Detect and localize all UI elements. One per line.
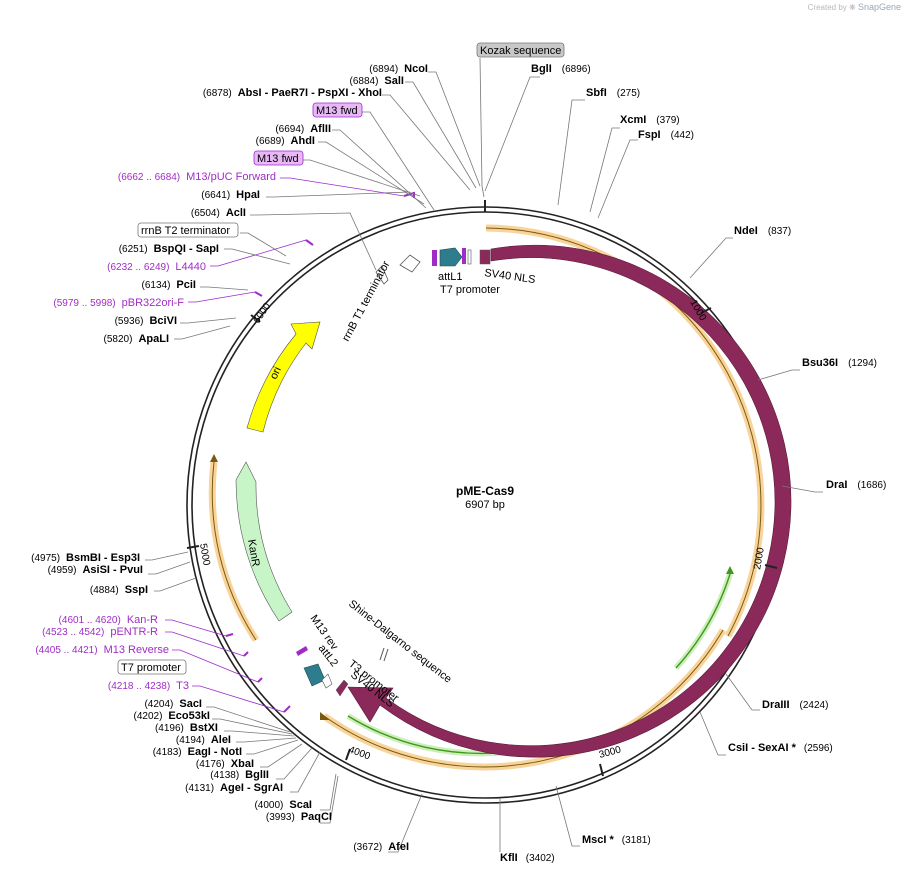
kanr-label: KanR: [245, 538, 262, 567]
enzyme-label: (4959)AsiSI - PvuI: [48, 564, 143, 576]
bottom-small-features: [296, 646, 389, 697]
enzyme-labels-left: (3672)AfeI (3993)PaqCI (4000)ScaI (4131)…: [31, 63, 428, 853]
enzyme-label: SbfI(275): [586, 87, 640, 99]
ori-feature: ori: [246, 321, 321, 433]
enzyme-label: (4183)EagI - NotI: [153, 746, 242, 758]
attl1-label: attL1: [438, 271, 462, 283]
primer-label: (5979 .. 5998)pBR322ori-F: [53, 297, 184, 309]
m13-fwd-label: M13 fwd: [316, 105, 358, 117]
plasmid-name: pME-Cas9: [456, 484, 514, 498]
credit-brand: SnapGene: [857, 2, 901, 12]
primer-label: (4405 .. 4421)M13 Reverse: [35, 644, 169, 656]
enzyme-label: DraI(1686): [826, 479, 886, 491]
enzyme-label: (6689)AhdI: [256, 135, 315, 147]
primer-leader-lines: [165, 177, 405, 713]
enzyme-label: (6134)PciI: [142, 279, 196, 291]
enzyme-label: (6694)AflII: [275, 123, 331, 135]
enzyme-label: (4176)XbaI: [196, 758, 254, 770]
enzyme-label: (6894)NcoI: [369, 63, 428, 75]
enzyme-label: FspI(442): [638, 129, 694, 141]
enzyme-label: (4000)ScaI: [254, 799, 312, 811]
map-center: pME-Cas9 6907 bp: [456, 484, 514, 511]
tick-label: 6000: [251, 301, 273, 326]
cas9-feature: Cas9: [347, 244, 792, 758]
enzyme-label: (6878)AbsI - PaeR7I - PspXI - XhoI: [203, 87, 382, 99]
primer-labels: (6662 .. 6684)M13/pUC Forward (6232 .. 6…: [35, 171, 276, 692]
enzyme-label: (4131)AgeI - SgrAI: [185, 782, 283, 794]
kozak-label: Kozak sequence: [480, 45, 561, 57]
cas9-label: Cas9: [704, 541, 724, 569]
tick-label: 2000: [752, 546, 767, 570]
enzyme-label: (4884)SspI: [90, 584, 148, 596]
t7-promoter-label: T7 promoter: [440, 284, 500, 296]
enzyme-label: CsiI - SexAI *(2596): [728, 742, 833, 754]
enzyme-label: (4194)AleI: [176, 734, 231, 746]
enzyme-label: (6641)HpaI: [201, 189, 260, 201]
primer-label: (6232 .. 6249)L4440: [107, 261, 206, 273]
enzyme-label: (4204)SacI: [144, 698, 202, 710]
enzyme-labels: BglI(6896) SbfI(275) XcmI(379) FspI(442)…: [500, 63, 886, 864]
tick-label: 5000: [197, 543, 212, 567]
enzyme-label: (5936)BciVI: [115, 315, 177, 327]
enzyme-label: MscI *(3181): [582, 834, 651, 846]
enzyme-label: (6504)AclI: [191, 207, 246, 219]
top-small-features: [375, 247, 491, 285]
enzyme-label: (6251)BspQI - SapI: [119, 243, 219, 255]
primer-label: (6662 .. 6684)M13/pUC Forward: [118, 171, 276, 183]
primer-marks: [225, 191, 415, 713]
credit-prefix: Created by: [807, 3, 847, 12]
enzyme-label: XcmI(379): [620, 114, 680, 126]
leader-lines: [145, 57, 823, 853]
rrnb-t2-label: rrnB T2 terminator: [141, 225, 230, 237]
enzyme-label: DraIII(2424): [762, 699, 828, 711]
primer-label: (4218 .. 4238)T3: [108, 680, 189, 692]
snapgene-credit: Created by ❋ SnapGene: [808, 2, 901, 12]
enzyme-label: (5820)ApaLI: [104, 333, 169, 345]
enzyme-label: (4202)Eco53kI: [134, 710, 211, 722]
enzyme-label: BglI(6896): [531, 63, 591, 75]
ori-label: ori: [268, 365, 284, 381]
primer-label: (4601 .. 4620)Kan-R: [59, 614, 159, 626]
plasmid-size: 6907 bp: [465, 499, 505, 511]
m13-fwd-label-2: M13 fwd: [257, 153, 299, 165]
enzyme-label: (6884)SalI: [350, 75, 404, 87]
kanr-feature: KanR: [235, 461, 293, 622]
primer-label: (4523 .. 4542)pENTR-R: [42, 626, 158, 638]
snapgene-logo-icon: ❋: [849, 3, 856, 12]
enzyme-label: (4138)BglII: [210, 769, 269, 781]
enzyme-label: (4975)BsmBI - Esp3I: [31, 552, 140, 564]
enzyme-label: KflI(3402): [500, 852, 555, 864]
enzyme-label: (3672)AfeI: [353, 841, 409, 853]
tick-label: 4000: [347, 744, 372, 762]
enzyme-label: (4196)BstXI: [155, 722, 218, 734]
t7-promoter-box-label: T7 promoter: [121, 662, 181, 674]
rrnb-t1-label: rrnB T1 terminator: [340, 259, 393, 344]
boxed-labels: Kozak sequence M13 fwd M13 fwd rrnB T2 t…: [117, 42, 565, 675]
enzyme-label: NdeI(837): [734, 225, 791, 237]
enzyme-label: (3993)PaqCI: [266, 811, 332, 823]
enzyme-label: Bsu36I(1294): [802, 357, 877, 369]
orf-arcs: [208, 224, 765, 771]
